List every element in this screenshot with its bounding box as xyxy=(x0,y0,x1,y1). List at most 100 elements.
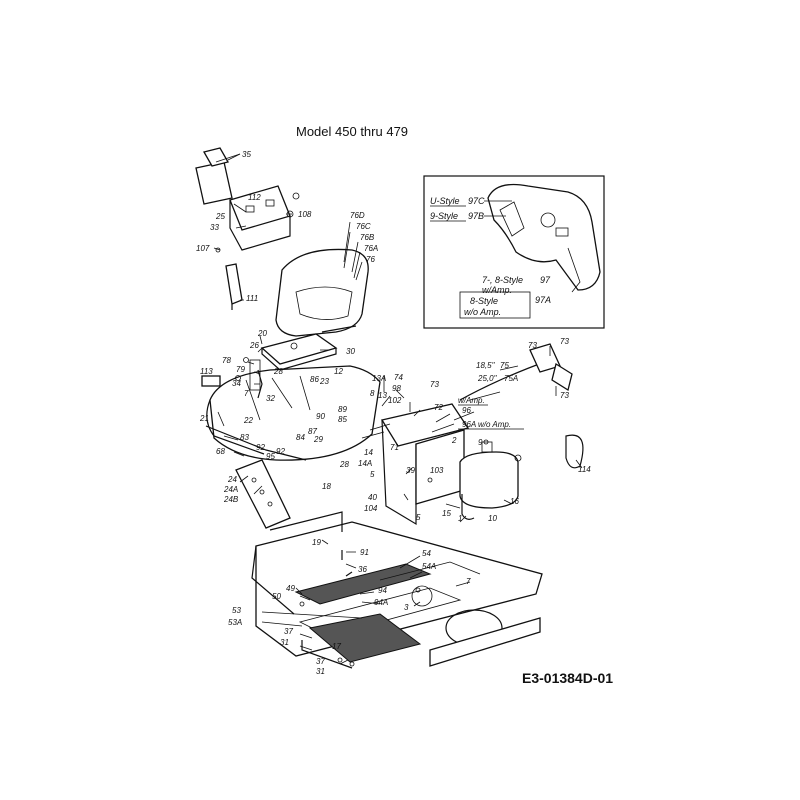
part-label: 73 xyxy=(560,391,569,400)
part-label: 10 xyxy=(488,514,497,523)
part-label: 92 xyxy=(276,447,285,456)
label-amp-style: 7-, 8-Style xyxy=(482,275,523,285)
variant-notes: 18,5" 75 25,0" 75A w/Amp. 96 96A w/o Amp… xyxy=(458,361,524,430)
part-label: 73 xyxy=(560,337,569,346)
part-label: 21 xyxy=(199,414,209,423)
part-label: 95 xyxy=(266,452,275,461)
part-label: 30 xyxy=(346,347,355,356)
part-label: 108 xyxy=(298,210,312,219)
part-label: 76D xyxy=(350,211,365,220)
part-label: 87 xyxy=(308,427,317,436)
part-label: 72 xyxy=(434,403,443,412)
part-label: 25 xyxy=(215,212,225,221)
part-label: 24A xyxy=(223,485,238,494)
side-strip xyxy=(235,459,291,529)
part-label: 37 xyxy=(284,627,293,636)
part-label: 29 xyxy=(313,435,323,444)
part-label: 92 xyxy=(256,443,265,452)
label-u-style: U-Style xyxy=(430,196,460,206)
label-noamp-style: 8-Style xyxy=(470,296,498,306)
note-length-a: 18,5" xyxy=(476,361,496,370)
part-label: 3 xyxy=(404,603,409,612)
part-label: 76C xyxy=(356,222,371,231)
part-label: 14A xyxy=(358,459,372,468)
part-label: 12 xyxy=(334,367,343,376)
part-label: 86 xyxy=(310,375,319,384)
battery-assembly xyxy=(195,147,294,310)
part-label: 7 xyxy=(466,577,471,586)
fuel-tank xyxy=(459,441,522,520)
frame-chassis xyxy=(251,511,543,667)
note-part-75A: 75A xyxy=(504,374,518,383)
part-label: 98 xyxy=(392,384,401,393)
part-label: 34 xyxy=(232,379,241,388)
label-g-style: 9-Style xyxy=(430,211,458,221)
part-label: 16 xyxy=(510,497,519,506)
part-label: 15 xyxy=(442,509,451,518)
part-label: 2 xyxy=(451,436,457,445)
seat-plate xyxy=(260,333,338,371)
note-length-b: 25,0" xyxy=(477,374,498,383)
part-label: 107 xyxy=(196,244,210,253)
drawing-code: E3-01384D-01 xyxy=(522,670,614,686)
note-wo-amp: w/o Amp. xyxy=(478,420,511,429)
part-label: 7 xyxy=(244,389,249,398)
note-part-75: 75 xyxy=(500,361,509,370)
part-label: 94A xyxy=(374,598,388,607)
part-label: 39 xyxy=(406,466,415,475)
note-w-amp: w/Amp. xyxy=(458,396,485,405)
part-label: 32 xyxy=(266,394,275,403)
label-97A: 97A xyxy=(535,295,551,305)
part-label: 54 xyxy=(422,549,431,558)
part-label: 19 xyxy=(312,538,321,547)
small-parts xyxy=(201,192,489,667)
leader-lines xyxy=(213,153,583,665)
part-label: 37 xyxy=(316,657,325,666)
part-label: 103 xyxy=(430,466,444,475)
part-label: 40 xyxy=(368,493,377,502)
label-97C: 97C xyxy=(468,196,485,206)
part-label: 76 xyxy=(366,255,375,264)
part-label: 74 xyxy=(394,373,403,382)
part-label: 68 xyxy=(216,447,225,456)
part-label: 18 xyxy=(322,482,331,491)
part-label: 26 xyxy=(249,341,259,350)
part-label: 31 xyxy=(280,638,289,647)
foot-step xyxy=(301,613,422,669)
part-label: 54A xyxy=(422,562,436,571)
part-label: 83 xyxy=(240,433,249,442)
part-label: 8 xyxy=(370,389,375,398)
part-label: 78 xyxy=(222,356,231,365)
part-label: 31 xyxy=(316,667,325,676)
part-label: 24 xyxy=(227,475,237,484)
part-label: 76B xyxy=(360,233,375,242)
part-label: 112 xyxy=(248,193,261,202)
part-label: 36 xyxy=(358,565,367,574)
part-label: 71 xyxy=(390,443,399,452)
seat xyxy=(275,248,369,337)
part-label: 76A xyxy=(364,244,378,253)
part-label: 9 xyxy=(478,438,483,447)
part-label: 102 xyxy=(388,396,402,405)
part-number-labels: 35 112 25 33 108 107 111 76D 76C 76B 76A… xyxy=(196,150,591,676)
label-97: 97 xyxy=(540,275,551,285)
part-label: 28 xyxy=(339,460,349,469)
part-label: 35 xyxy=(242,150,251,159)
part-label: 90 xyxy=(316,412,325,421)
part-label: 28 xyxy=(273,367,283,376)
part-label: 53A xyxy=(228,618,242,627)
label-97B: 97B xyxy=(468,211,484,221)
part-label: 5 xyxy=(416,513,421,522)
part-label: 113 xyxy=(200,367,213,376)
part-label: 114 xyxy=(578,465,591,474)
part-label: 13A xyxy=(372,374,386,383)
fender-body xyxy=(205,359,381,461)
part-label: 14 xyxy=(364,448,373,457)
part-label: 1 xyxy=(458,514,462,523)
part-label: 5 xyxy=(370,470,375,479)
part-label: 79 xyxy=(236,365,245,374)
part-label: 22 xyxy=(243,416,253,425)
part-label: 13 xyxy=(378,391,387,400)
part-label: 73 xyxy=(528,341,537,350)
